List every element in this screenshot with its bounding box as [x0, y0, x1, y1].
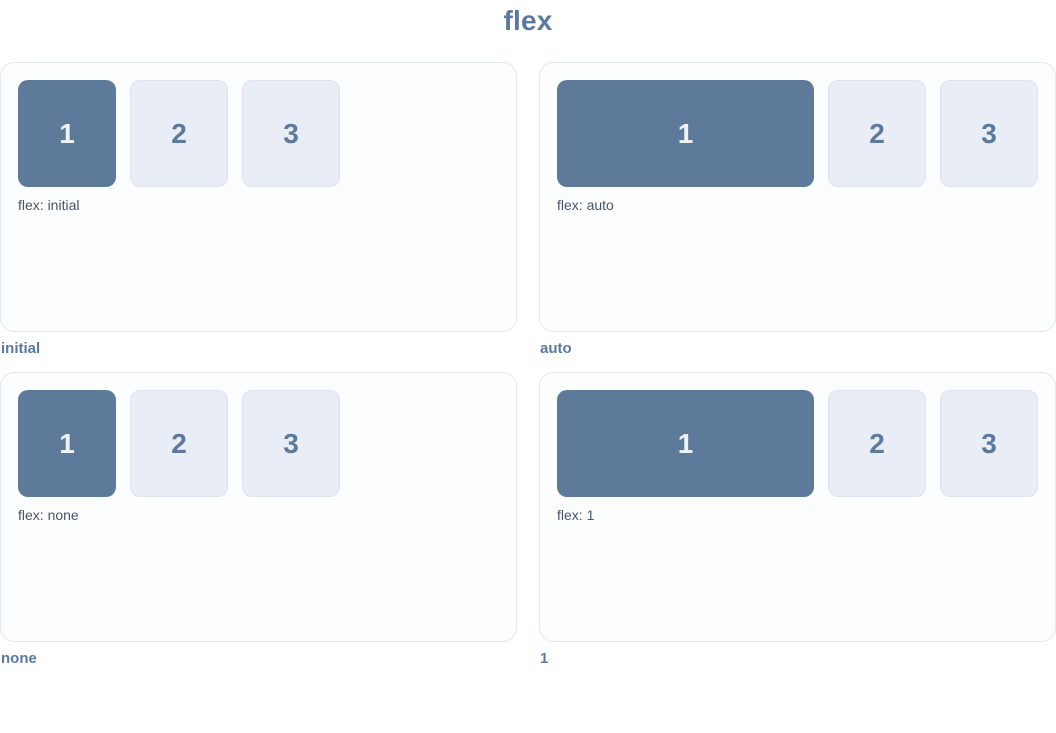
flex-row: 1 2 3 [557, 390, 1038, 497]
flex-item-1: 1 [18, 390, 116, 497]
panel-caption-auto: auto [540, 340, 572, 357]
panel-caption-initial: initial [1, 340, 41, 357]
flex-value-label: flex: auto [557, 197, 614, 213]
panel-caption-none: none [1, 650, 37, 667]
flex-item-1: 1 [557, 80, 814, 187]
flex-item-3: 3 [242, 80, 340, 187]
panel-caption-1: 1 [540, 650, 549, 667]
flex-demo-panel-1: 1 2 3 flex: 1 [539, 372, 1056, 642]
demo-cell-1: 1 2 3 flex: 1 1 [539, 372, 1056, 682]
flex-demo-panel-none: 1 2 3 flex: none [0, 372, 517, 642]
flex-row: 1 2 3 [18, 80, 499, 187]
demo-cell-initial: 1 2 3 flex: initial initial [0, 62, 517, 372]
flex-item-3: 3 [940, 80, 1038, 187]
flex-row: 1 2 3 [18, 390, 499, 497]
flex-item-2: 2 [828, 80, 926, 187]
flex-row: 1 2 3 [557, 80, 1038, 187]
flex-item-1: 1 [557, 390, 814, 497]
flex-value-label: flex: initial [18, 197, 80, 213]
demo-cell-none: 1 2 3 flex: none none [0, 372, 517, 682]
flex-demo-panel-initial: 1 2 3 flex: initial [0, 62, 517, 332]
flex-item-2: 2 [828, 390, 926, 497]
flex-item-3: 3 [940, 390, 1038, 497]
flex-item-1: 1 [18, 80, 116, 187]
demo-grid: 1 2 3 flex: initial initial 1 2 3 flex: … [0, 62, 1056, 682]
flex-value-label: flex: 1 [557, 507, 595, 523]
flex-demo-panel-auto: 1 2 3 flex: auto [539, 62, 1056, 332]
page-title: flex [503, 5, 553, 36]
flex-item-2: 2 [130, 80, 228, 187]
flex-item-3: 3 [242, 390, 340, 497]
demo-cell-auto: 1 2 3 flex: auto auto [539, 62, 1056, 372]
flex-value-label: flex: none [18, 507, 79, 523]
flex-item-2: 2 [130, 390, 228, 497]
